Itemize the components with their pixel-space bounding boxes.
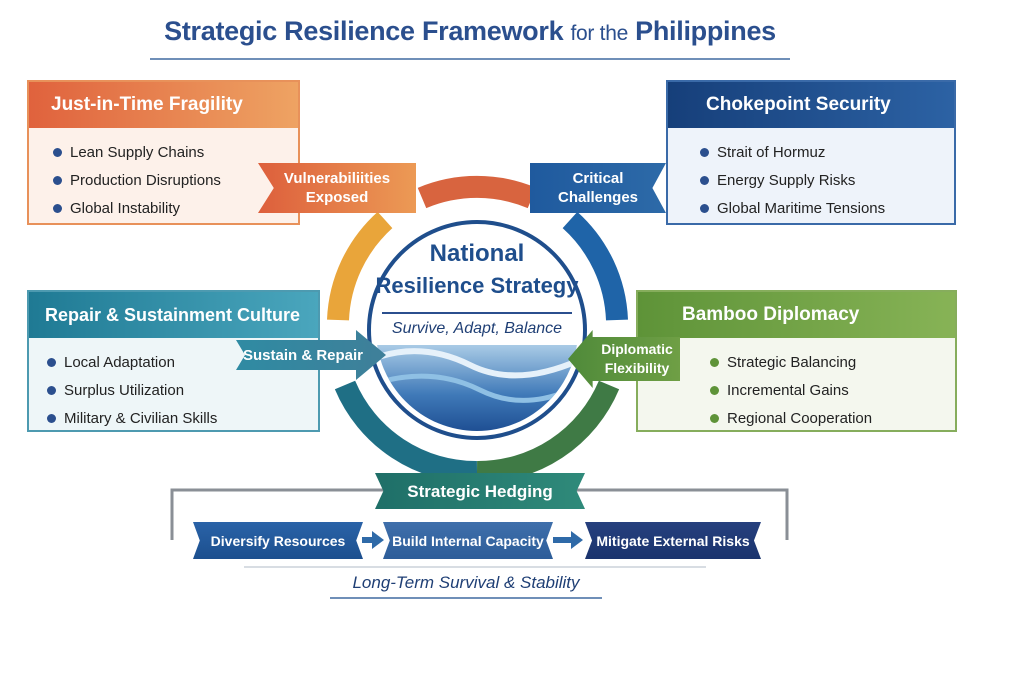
item-label: Regional Cooperation [727, 409, 873, 427]
title-country: Philippines [635, 16, 776, 46]
center-title-line2: Resilience Strategy [375, 273, 579, 298]
list-item: Local Adaptation [47, 348, 318, 376]
ribbon-line: Flexibility [604, 360, 670, 376]
item-label: Global Maritime Tensions [717, 199, 886, 217]
list-item: Surplus Utilization [47, 376, 318, 404]
ribbon-line: Sustain & Repair [242, 346, 364, 364]
ring-arc-teal-bottom [334, 380, 478, 484]
item-label: Surplus Utilization [64, 381, 185, 399]
bullet-icon [47, 385, 56, 395]
list-item: Energy Supply Risks [700, 166, 954, 194]
bullet-icon [710, 385, 719, 395]
page-title: Strategic Resilience Framework for the P… [0, 16, 940, 47]
item-label: Global Instability [70, 199, 181, 217]
list-item: Incremental Gains [710, 376, 955, 404]
ring-arc-orange-left [327, 211, 393, 321]
bullet-icon [700, 175, 709, 185]
item-label: Energy Supply Risks [717, 171, 856, 189]
ring-arc-blue-right [562, 211, 628, 321]
item-label: Local Adaptation [64, 353, 175, 371]
title-connector: for the [570, 22, 629, 45]
list-item: Global Maritime Tensions [700, 194, 954, 222]
arrow-icon [553, 531, 583, 549]
list-item: Lean Supply Chains [53, 138, 298, 166]
card-title: Repair & Sustainment Culture [29, 292, 318, 338]
ribbon-line: Vulnerabiliities [283, 170, 391, 187]
bullet-icon [47, 413, 56, 423]
bullet-icon [710, 357, 719, 367]
list-item: Military & Civilian Skills [47, 404, 318, 432]
card-bamboo-diplomacy: Bamboo Diplomacy Strategic Balancing Inc… [636, 290, 957, 432]
list-item: Production Disruptions [53, 166, 298, 194]
step-arrows [362, 531, 583, 549]
card-title: Bamboo Diplomacy [638, 292, 955, 338]
footer-text: Long-Term Survival & Stability [352, 573, 580, 592]
ribbon-line: Diplomatic [601, 341, 673, 357]
center-title-line1: National [429, 240, 525, 267]
step-diversify-resources: Diversify Resources [193, 522, 363, 559]
list-item: Strategic Balancing [710, 348, 955, 376]
step-mitigate-external-risks: Mitigate External Risks [585, 522, 761, 559]
item-label: Strait of Hormuz [717, 143, 826, 161]
item-label: Incremental Gains [727, 381, 849, 399]
card-title: Chokepoint Security [668, 82, 954, 128]
ribbon-line: Exposed [305, 189, 369, 206]
title-underline [150, 58, 790, 60]
ribbon-line: Challenges [557, 189, 639, 206]
bullet-icon [53, 175, 62, 185]
bullet-icon [710, 413, 719, 423]
step-build-internal-capacity: Build Internal Capacity [383, 522, 553, 559]
card-repair-sustainment-culture: Repair & Sustainment Culture Local Adapt… [27, 290, 320, 432]
bullet-icon [53, 203, 62, 213]
bullet-icon [53, 147, 62, 157]
title-main: Strategic Resilience Framework [164, 16, 564, 46]
banner-strategic-hedging: Strategic Hedging [375, 473, 585, 509]
item-label: Production Disruptions [70, 171, 221, 189]
bullet-icon [47, 357, 56, 367]
arrow-icon [362, 531, 384, 549]
center-subtitle: Survive, Adapt, Balance [391, 320, 563, 337]
bullet-icon [700, 147, 709, 157]
card-just-in-time-fragility: Just-in-Time Fragility Lean Supply Chain… [27, 80, 300, 225]
card-title: Just-in-Time Fragility [29, 82, 298, 128]
bullet-icon [700, 203, 709, 213]
card-chokepoint-security: Chokepoint Security Strait of Hormuz Ene… [666, 80, 956, 225]
ribbon-line: Critical [572, 170, 624, 187]
ring-arc-green-bottom [476, 380, 620, 484]
ring-arc-orange-top [417, 175, 537, 209]
item-label: Strategic Balancing [727, 353, 857, 371]
item-label: Military & Civilian Skills [64, 409, 218, 427]
list-item: Global Instability [53, 194, 298, 222]
item-label: Lean Supply Chains [70, 143, 205, 161]
list-item: Strait of Hormuz [700, 138, 954, 166]
list-item: Regional Cooperation [710, 404, 955, 432]
